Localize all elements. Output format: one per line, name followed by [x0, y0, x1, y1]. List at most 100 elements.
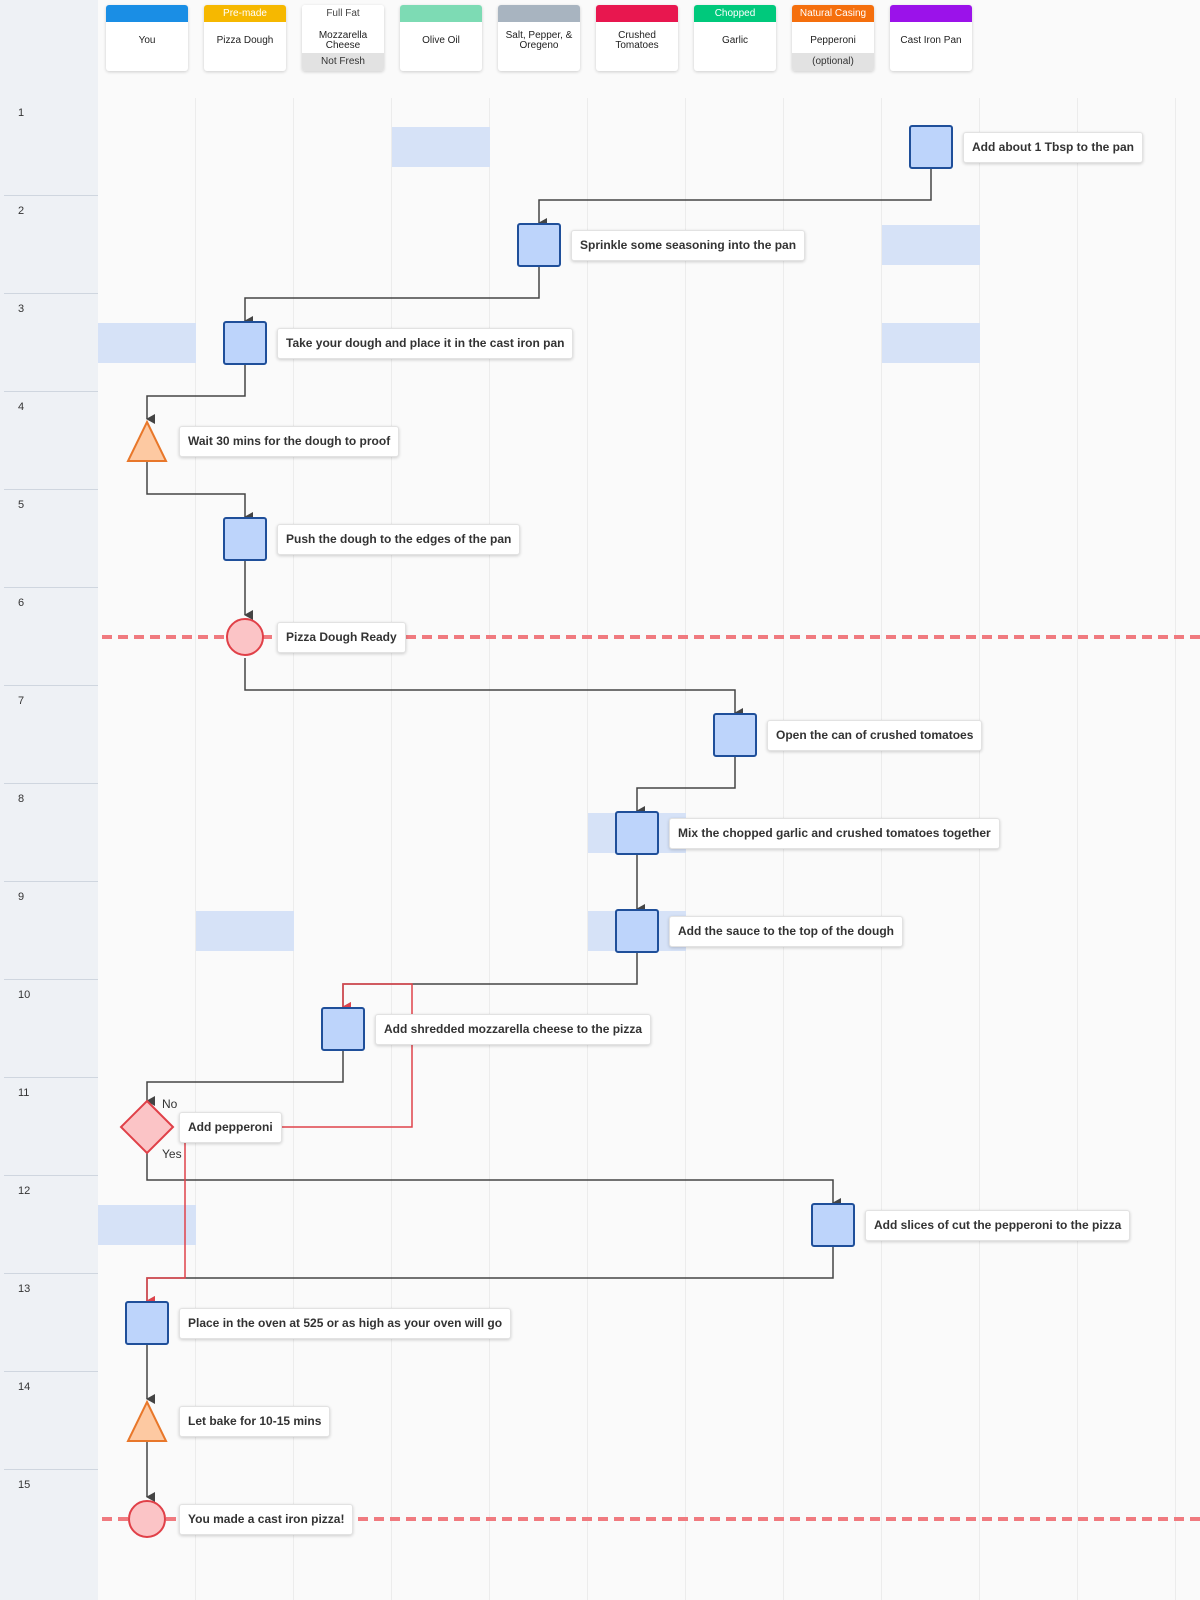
- lane-divider: [1175, 98, 1176, 1600]
- lane-tag: [400, 5, 482, 22]
- lane-divider: [489, 98, 490, 1600]
- cell-highlight: [882, 225, 980, 265]
- step-label[interactable]: Add the sauce to the top of the dough: [669, 916, 903, 947]
- row-separator: [4, 1077, 98, 1078]
- step-shape-delay[interactable]: [126, 419, 168, 462]
- branch-no-label: No: [162, 1097, 178, 1111]
- step-shape-process[interactable]: [223, 321, 267, 365]
- step-shape-process[interactable]: [223, 517, 267, 561]
- lane-tag: Pre-made: [204, 5, 286, 22]
- row-number: 3: [18, 303, 25, 315]
- lane-name: Pepperoni: [810, 35, 856, 46]
- step-shape-process[interactable]: [811, 1203, 855, 1247]
- lane-tag: Chopped: [694, 5, 776, 22]
- row-number: 13: [18, 1283, 31, 1295]
- step-shape-process[interactable]: [321, 1007, 365, 1051]
- lane-tag: [106, 5, 188, 22]
- row-number: 5: [18, 499, 25, 511]
- step-label[interactable]: Sprinkle some seasoning into the pan: [571, 230, 806, 261]
- connector-10-to-11: [146, 1050, 344, 1106]
- step-label[interactable]: Take your dough and place it in the cast…: [277, 328, 574, 359]
- cell-highlight: [392, 127, 490, 167]
- row-number: 10: [18, 989, 31, 1001]
- lane-divider: [391, 98, 392, 1600]
- step-label[interactable]: Add pepperoni: [179, 1112, 282, 1143]
- cell-highlight: [98, 1205, 196, 1245]
- lane-subtag: Not Fresh: [302, 53, 384, 71]
- cell-highlight: [882, 323, 980, 363]
- lane-tag: [596, 5, 678, 22]
- connector-6-to-7: [244, 658, 743, 718]
- lane-name: Garlic: [721, 35, 749, 46]
- step-shape-process[interactable]: [909, 125, 953, 169]
- row-separator: [4, 881, 98, 882]
- row-number: 2: [18, 205, 25, 217]
- lane-header-salt-pepper-oregeno[interactable]: Salt, Pepper, & Oregeno: [498, 5, 580, 71]
- lane-subtag: (optional): [792, 53, 874, 71]
- step-label[interactable]: Pizza Dough Ready: [277, 622, 406, 653]
- cell-highlight: [98, 323, 196, 363]
- step-label[interactable]: Let bake for 10-15 mins: [179, 1406, 331, 1437]
- step-label[interactable]: Push the dough to the edges of the pan: [277, 524, 521, 555]
- row-separator: [4, 1273, 98, 1274]
- lane-tag: Natural Casing: [792, 5, 874, 22]
- row-number: 7: [18, 695, 25, 707]
- step-shape-process[interactable]: [125, 1301, 169, 1345]
- connector-no-branch-loop: [280, 983, 413, 1128]
- step-shape-process[interactable]: [615, 909, 659, 953]
- lane-tag: [890, 5, 972, 22]
- step-label[interactable]: Open the can of crushed tomatoes: [767, 720, 983, 751]
- lane-header-cast-iron-pan[interactable]: Cast Iron Pan: [890, 5, 972, 71]
- step-label[interactable]: Add shredded mozzarella cheese to the pi…: [375, 1014, 652, 1045]
- lane-divider: [587, 98, 588, 1600]
- step-label[interactable]: Wait 30 mins for the dough to proof: [179, 426, 400, 457]
- step-shape-process[interactable]: [713, 713, 757, 757]
- lane-divider: [293, 98, 294, 1600]
- connector-1-to-2: [538, 168, 932, 228]
- step-label[interactable]: You made a cast iron pizza!: [179, 1504, 354, 1535]
- lane-name: Cast Iron Pan: [900, 35, 962, 46]
- lane-tag: [498, 5, 580, 22]
- lane-divider: [979, 98, 980, 1600]
- lane-tag: Full Fat: [302, 5, 384, 22]
- step-label[interactable]: Add slices of cut the pepperoni to the p…: [865, 1210, 1131, 1241]
- row-number: 15: [18, 1479, 31, 1491]
- lane-name: Pizza Dough: [216, 35, 274, 46]
- lane-header-you[interactable]: You: [106, 5, 188, 71]
- step-shape-decision[interactable]: [119, 1099, 175, 1155]
- lane-name: Crushed Tomatoes: [615, 30, 659, 51]
- step-label[interactable]: Mix the chopped garlic and crushed tomat…: [669, 818, 1000, 849]
- connector-pepperoni-to-oven: [146, 1246, 834, 1306]
- step-shape-delay[interactable]: [126, 1399, 168, 1442]
- row-separator: [4, 1469, 98, 1470]
- connector-4-to-5: [146, 462, 253, 522]
- row-separator: [4, 1175, 98, 1176]
- step-shape-milestone[interactable]: [128, 1500, 166, 1538]
- row-separator: [4, 783, 98, 784]
- row-separator: [4, 293, 98, 294]
- lane-header-crushed-tomatoes[interactable]: Crushed Tomatoes: [596, 5, 678, 71]
- row-number: 14: [18, 1381, 31, 1393]
- connector-no-branch-skip: [146, 1142, 186, 1306]
- row-number: 8: [18, 793, 25, 805]
- lane-divider: [1077, 98, 1078, 1600]
- step-shape-milestone[interactable]: [226, 618, 264, 656]
- row-number: 6: [18, 597, 25, 609]
- lane-divider: [783, 98, 784, 1600]
- step-label[interactable]: Place in the oven at 525 or as high as y…: [179, 1308, 512, 1339]
- row-number: 9: [18, 891, 25, 903]
- connector-2-to-3: [244, 266, 540, 326]
- step-shape-process[interactable]: [517, 223, 561, 267]
- lane-divider: [881, 98, 882, 1600]
- step-label[interactable]: Add about 1 Tbsp to the pan: [963, 132, 1143, 163]
- lane-name: Olive Oil: [422, 35, 460, 46]
- row-separator: [4, 195, 98, 196]
- lane-header-olive-oil[interactable]: Olive Oil: [400, 5, 482, 71]
- step-shape-process[interactable]: [615, 811, 659, 855]
